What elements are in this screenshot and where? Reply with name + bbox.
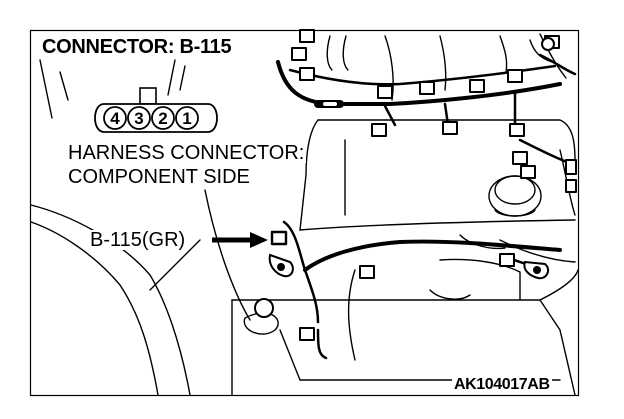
connector-lower-2 bbox=[499, 253, 515, 267]
pin-1-circle bbox=[175, 106, 199, 130]
block-lower-edge bbox=[299, 219, 576, 231]
housing-rib-5 bbox=[499, 239, 576, 263]
connector-upper-4 bbox=[377, 85, 393, 99]
housing-rib-1 bbox=[439, 258, 521, 301]
intake-rib-6 bbox=[539, 33, 567, 79]
harness-upper-right bbox=[538, 53, 577, 76]
panel-stroke-3 bbox=[167, 59, 176, 96]
connector-mid-4 bbox=[512, 151, 528, 165]
connector-title: CONNECTOR: B-115 bbox=[40, 36, 234, 58]
connector-right-1 bbox=[565, 159, 577, 175]
connector-face-view: 4 3 2 1 bbox=[94, 87, 218, 133]
panel-curve-3 bbox=[204, 189, 251, 321]
mount-hole-top-right bbox=[541, 37, 555, 51]
reservoir-cap-inner bbox=[494, 175, 536, 205]
pin-label: 4 bbox=[110, 109, 120, 128]
view-label-line-2: COMPONENT SIDE bbox=[66, 166, 252, 188]
upper-harness-main bbox=[276, 60, 562, 106]
connector-upper-5 bbox=[419, 81, 435, 95]
pin-4-circle bbox=[103, 106, 127, 130]
panel-stroke-4 bbox=[179, 65, 186, 91]
pin-label: 1 bbox=[182, 109, 191, 128]
intake-rib-4 bbox=[439, 35, 447, 91]
ground-terminals bbox=[254, 37, 555, 318]
mount-hole bbox=[254, 298, 274, 318]
panel-stroke-1 bbox=[39, 59, 53, 119]
connector-upper-6 bbox=[469, 79, 485, 93]
block-top-edge bbox=[317, 119, 576, 161]
panel-curve-2 bbox=[30, 221, 159, 396]
ground-terminal-2-bolt bbox=[533, 266, 541, 274]
lower-harness-main bbox=[303, 239, 562, 272]
pin-3-circle bbox=[127, 106, 151, 130]
connector-upper-1 bbox=[299, 29, 315, 43]
intake-rib-2 bbox=[342, 35, 349, 71]
connector-b115 bbox=[270, 230, 288, 246]
housing-rib-4 bbox=[539, 269, 579, 301]
view-label-line-1: HARNESS CONNECTOR: bbox=[66, 142, 307, 164]
ground-terminal-1-bolt bbox=[277, 263, 285, 271]
block-left-edge bbox=[299, 119, 319, 231]
panel-stroke-5 bbox=[149, 239, 201, 291]
housing-rib-2 bbox=[429, 289, 471, 300]
connector-upper-2 bbox=[291, 47, 307, 61]
connector-upper-3 bbox=[299, 67, 315, 81]
callout-arrow-head bbox=[250, 232, 268, 248]
panel-curve-1 bbox=[30, 204, 191, 396]
connector-mid-1 bbox=[371, 123, 387, 137]
wiring-harness bbox=[276, 53, 577, 360]
connector-right-2 bbox=[565, 179, 577, 193]
figure-id: AK104017AB bbox=[452, 376, 552, 393]
pin-label: 3 bbox=[134, 109, 143, 128]
connector-upper-7 bbox=[507, 69, 523, 83]
harness-connectors bbox=[270, 29, 577, 341]
callout-arrow bbox=[212, 232, 268, 248]
connector-mid-3 bbox=[509, 123, 525, 137]
branch-to-connector-1 bbox=[383, 104, 397, 127]
pin-label: 2 bbox=[158, 109, 167, 128]
panel-stroke-2 bbox=[59, 71, 69, 101]
intake-rib-5 bbox=[499, 35, 508, 73]
connector-callout-label: B-115(GR) bbox=[88, 229, 188, 251]
reservoir-cap-rim bbox=[494, 209, 536, 217]
connector-mid-5 bbox=[520, 165, 536, 179]
connector-lower-3 bbox=[299, 327, 315, 341]
connector-mid-2 bbox=[442, 121, 458, 135]
housing-rib-3 bbox=[347, 269, 356, 361]
intake-rib-1 bbox=[326, 35, 333, 71]
housing-top-edge bbox=[231, 299, 576, 396]
housing-rib-6 bbox=[459, 234, 506, 250]
lower-harness-drop bbox=[316, 328, 328, 360]
connector-lower-1 bbox=[359, 265, 375, 279]
pin-2-circle bbox=[151, 106, 175, 130]
connector-lock-tab bbox=[139, 87, 157, 105]
